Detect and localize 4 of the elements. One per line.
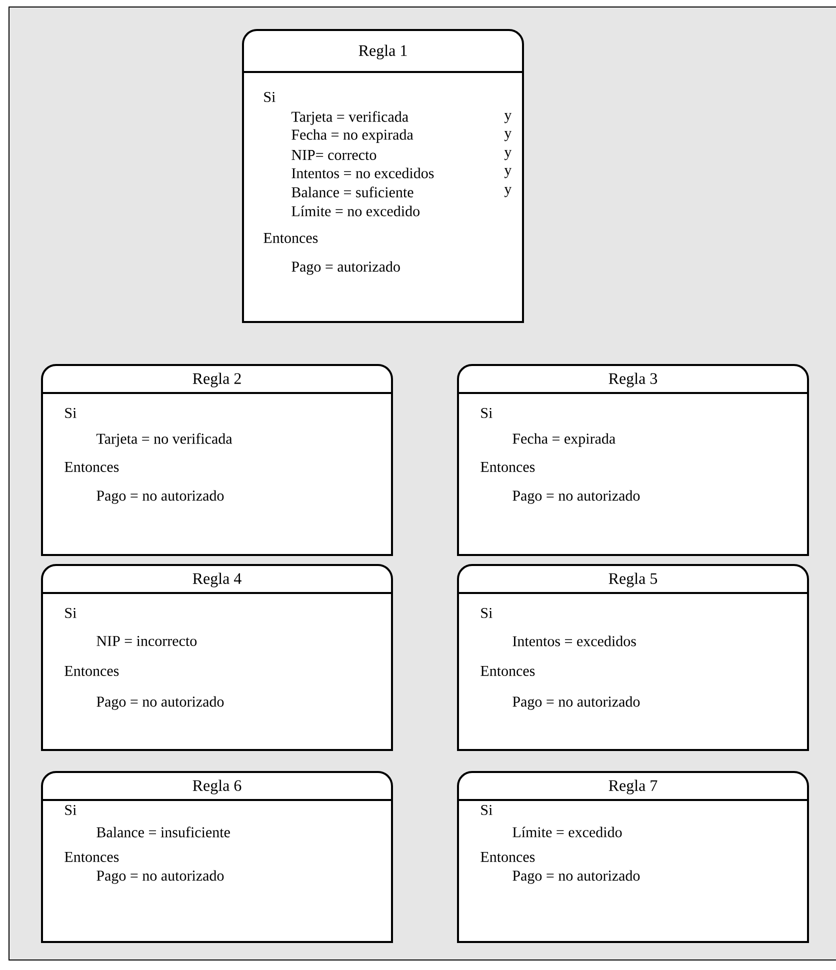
rule-box: Regla 6 Si Balance = insuficiente Entonces Pago = no autorizado xyxy=(41,771,393,943)
rule-box: Regla 7 Si Límite = excedido Entonces Pago = no autorizado xyxy=(457,771,809,943)
rule-box: Regla 5 Si Intentos = excedidos Entonces Pago = no autorizado xyxy=(457,564,809,751)
rule-box: Regla 3 Si Fecha = expirada Entonces Pago = no autorizado xyxy=(457,364,809,556)
